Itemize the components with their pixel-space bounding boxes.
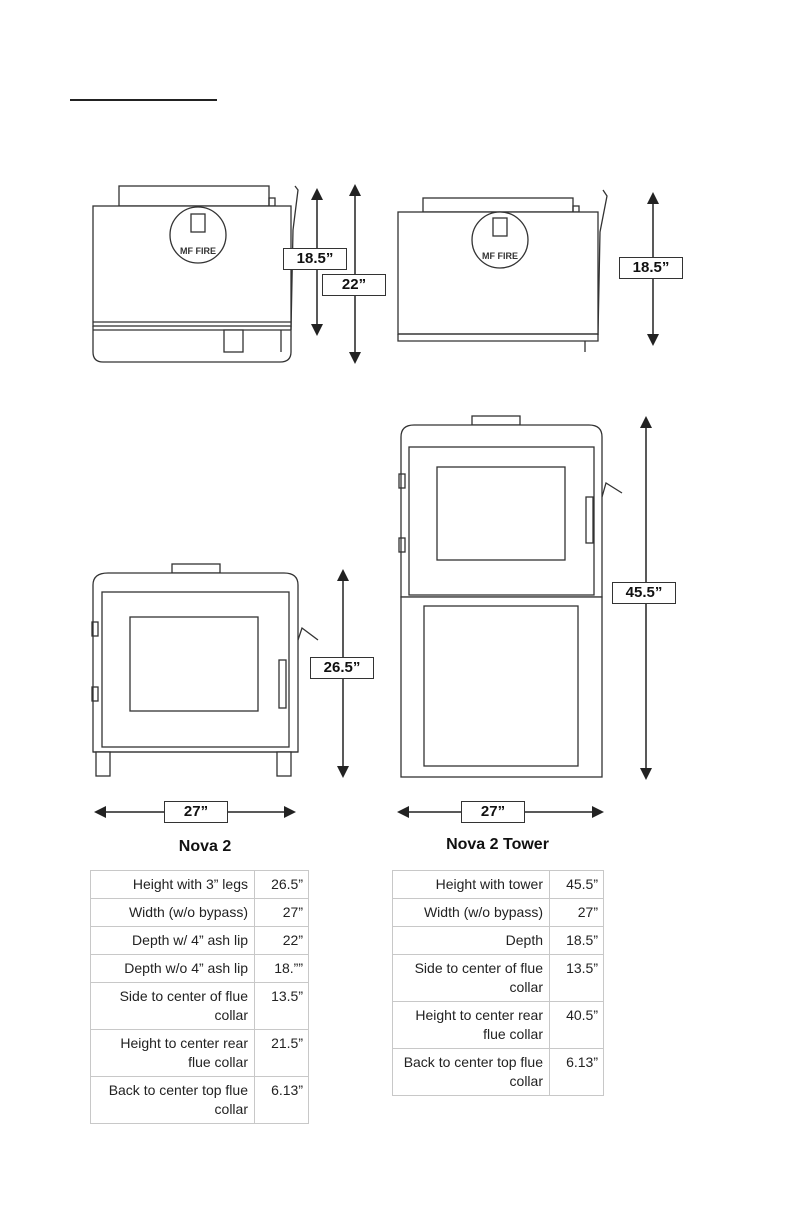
logo-wordmark: MF FIRE bbox=[180, 246, 216, 256]
spec-value: 18.5” bbox=[549, 926, 604, 955]
spec-label: Depth w/o 4” ash lip bbox=[90, 954, 255, 983]
header-rule bbox=[70, 99, 217, 101]
spec-label: Height with 3” legs bbox=[90, 870, 255, 899]
spec-label: Depth w/ 4” ash lip bbox=[90, 926, 255, 955]
spec-value: 40.5” bbox=[549, 1001, 604, 1049]
table-row: Width (w/o bypass)27” bbox=[90, 898, 309, 927]
spec-value: 6.13” bbox=[254, 1076, 309, 1124]
table-row: Width (w/o bypass)27” bbox=[392, 898, 604, 927]
spec-value: 6.13” bbox=[549, 1048, 604, 1096]
spec-label: Side to center of flue collar bbox=[392, 954, 550, 1002]
spec-value: 13.5” bbox=[254, 982, 309, 1030]
spec-label: Height with tower bbox=[392, 870, 550, 899]
spec-value: 27” bbox=[254, 898, 309, 927]
model-title-tower: Nova 2 Tower bbox=[446, 836, 549, 853]
dim-nova2-front-width: 27” bbox=[164, 801, 228, 823]
spec-label: Back to center top flue collar bbox=[90, 1076, 255, 1124]
spec-label: Width (w/o bypass) bbox=[392, 898, 550, 927]
dim-nova2-side-height: 18.5” bbox=[283, 248, 347, 270]
spec-value: 21.5” bbox=[254, 1029, 309, 1077]
dim-nova2-side-depth: 22” bbox=[322, 274, 386, 296]
dim-tower-front-height: 45.5” bbox=[612, 582, 676, 604]
spec-value: 13.5” bbox=[549, 954, 604, 1002]
dim-nova2-front-height: 26.5” bbox=[310, 657, 374, 679]
spec-value: 45.5” bbox=[549, 870, 604, 899]
dim-tower-front-width: 27” bbox=[461, 801, 525, 823]
tower-side-view bbox=[397, 189, 608, 352]
tower-front-view bbox=[398, 415, 623, 778]
spec-label: Back to center top flue collar bbox=[392, 1048, 550, 1096]
nova2-side-view bbox=[92, 185, 299, 363]
spec-value: 18.”” bbox=[254, 954, 309, 983]
spec-value: 26.5” bbox=[254, 870, 309, 899]
spec-label: Width (w/o bypass) bbox=[90, 898, 255, 927]
nova2-front-view bbox=[91, 563, 319, 777]
spec-label: Depth bbox=[392, 926, 550, 955]
spec-label: Side to center of flue collar bbox=[90, 982, 255, 1030]
logo-wordmark-tower: MF FIRE bbox=[482, 251, 518, 261]
spec-value: 22” bbox=[254, 926, 309, 955]
dim-tower-side-height: 18.5” bbox=[619, 257, 683, 279]
spec-label: Height to center rear flue collar bbox=[90, 1029, 255, 1077]
spec-label: Height to center rear flue collar bbox=[392, 1001, 550, 1049]
spec-value: 27” bbox=[549, 898, 604, 927]
model-title-nova2: Nova 2 bbox=[178, 838, 232, 855]
